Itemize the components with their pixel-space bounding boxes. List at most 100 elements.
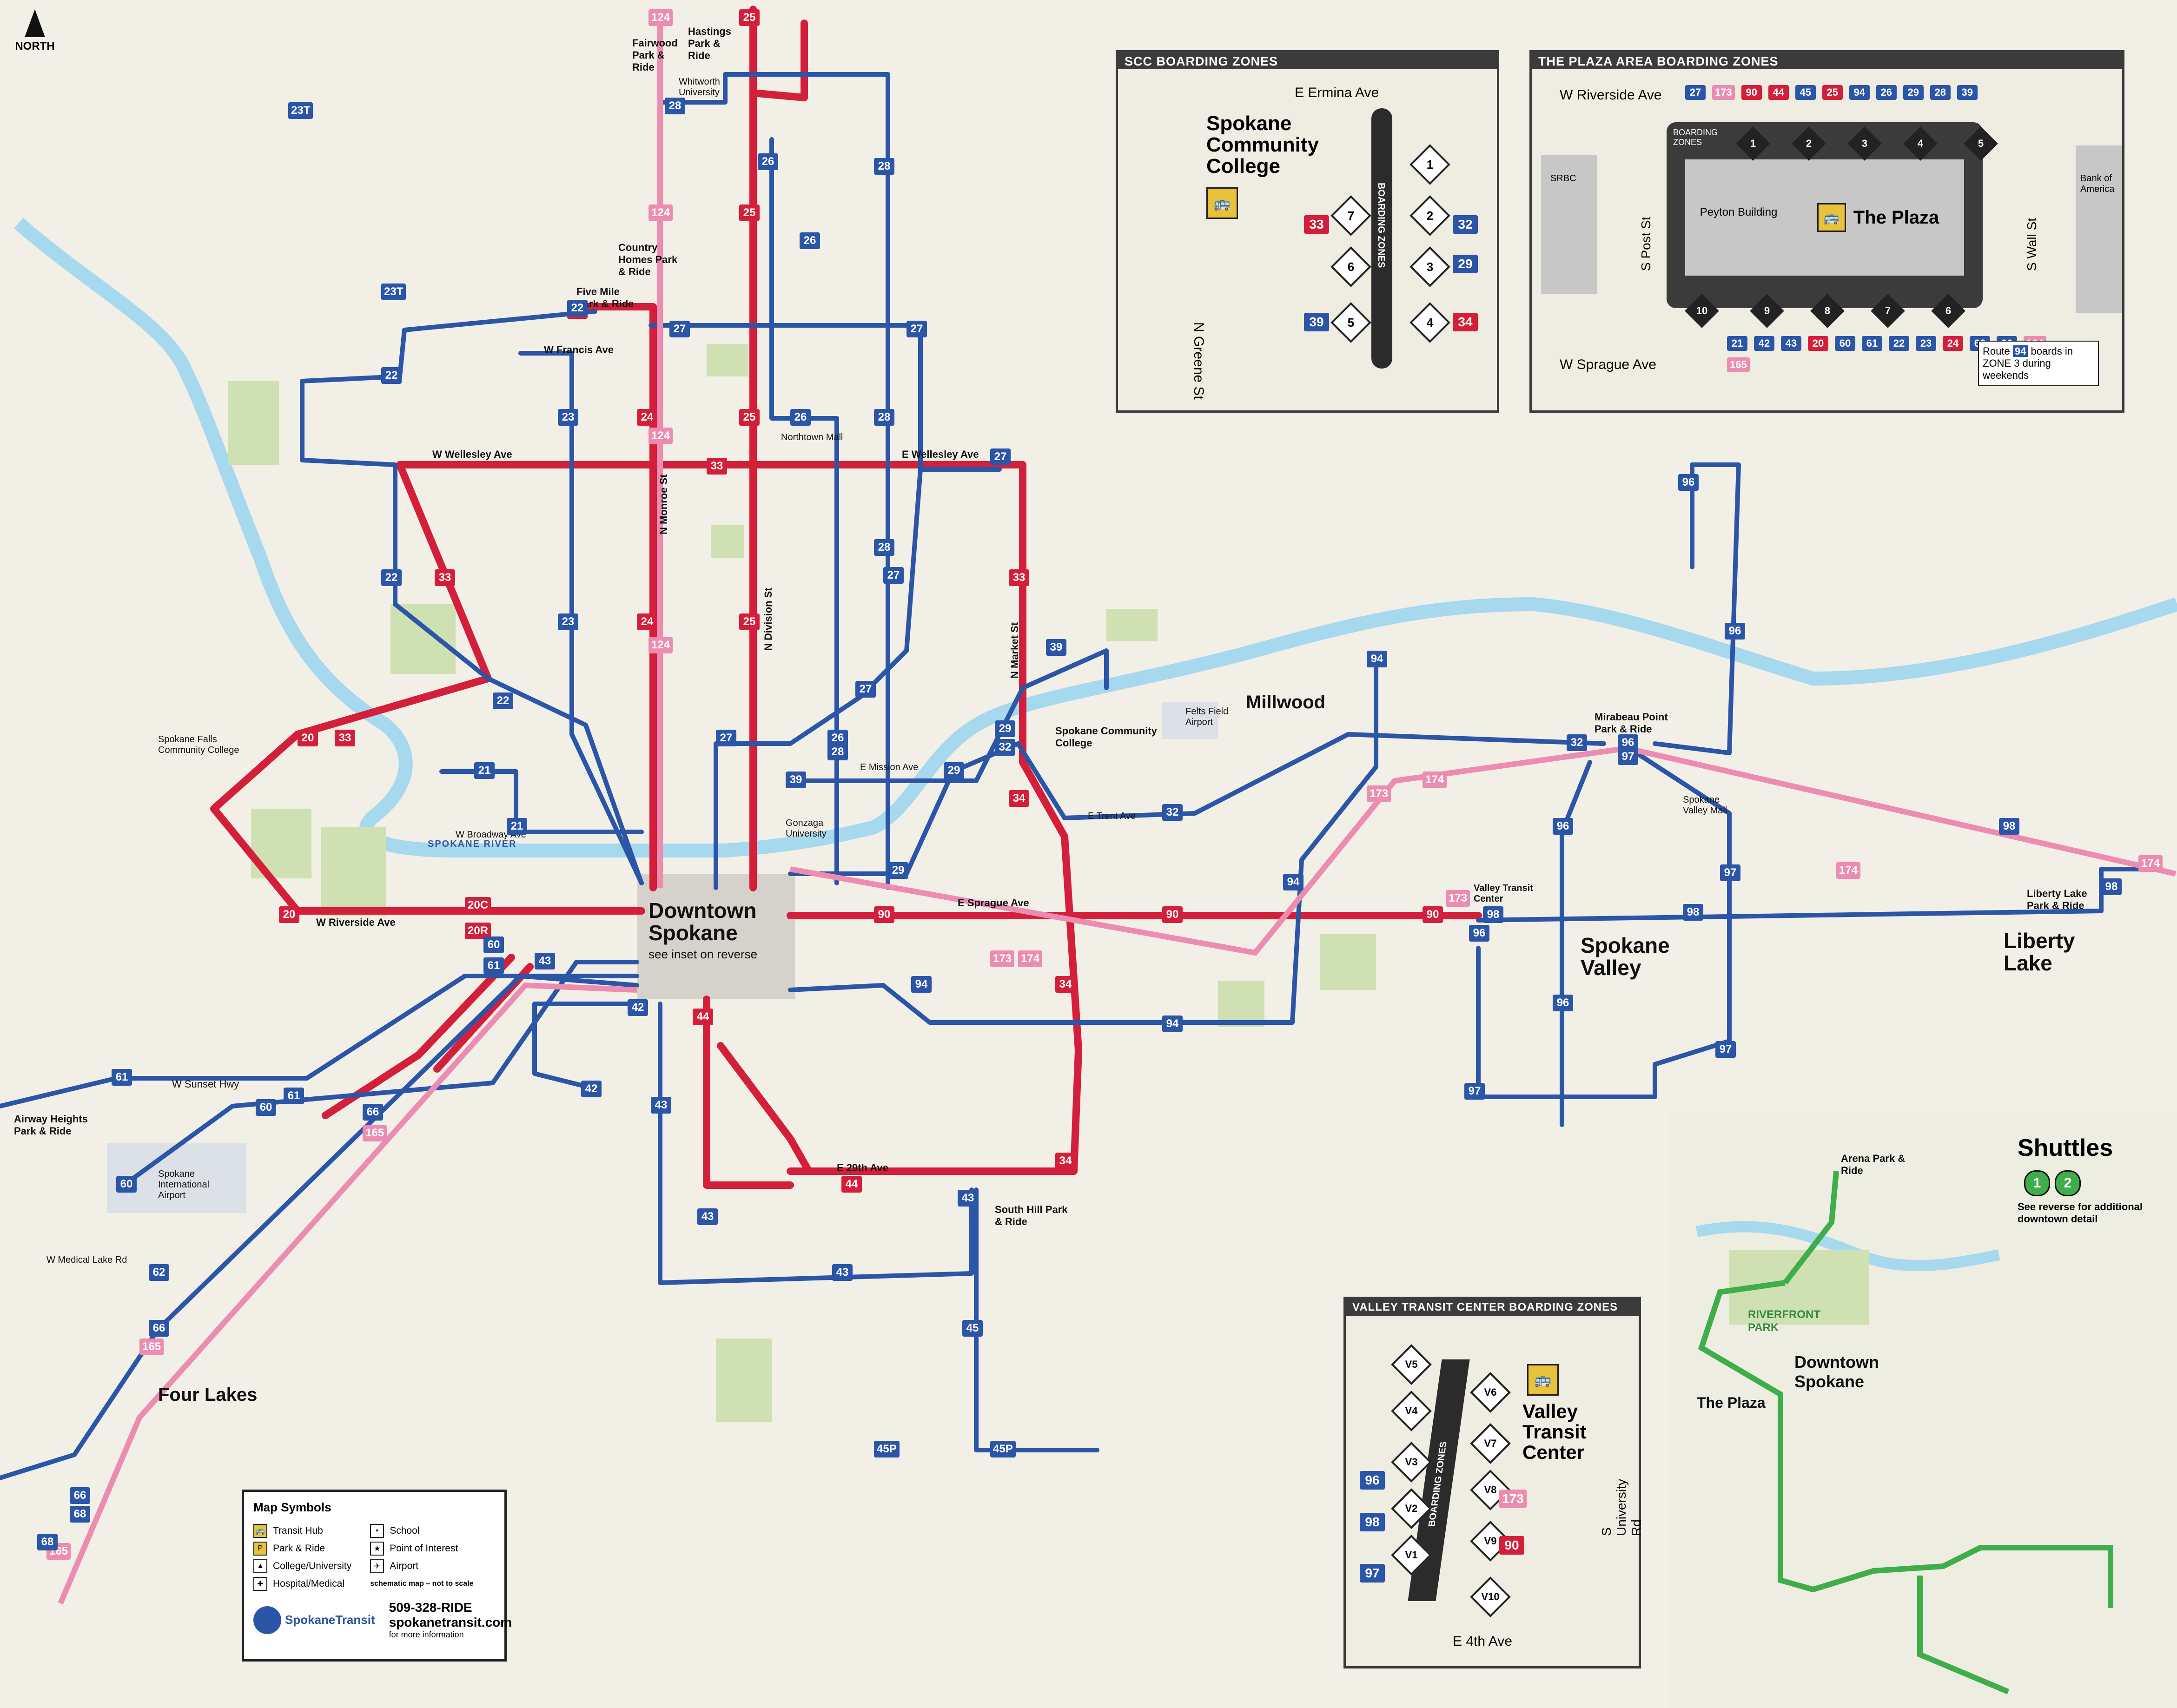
route-badge-174: 174 xyxy=(1423,772,1447,788)
street-wellesley: W Wellesley Ave xyxy=(432,448,512,460)
route-165-line xyxy=(58,982,637,1605)
route-badge-43: 43 xyxy=(832,1264,853,1281)
route-42-line xyxy=(532,1002,639,1090)
route-badge-25: 25 xyxy=(739,409,760,426)
route-badge-22: 22 xyxy=(381,569,402,586)
street-wellesley-e: E Wellesley Ave xyxy=(902,448,979,460)
shuttle-2-badge: 2 xyxy=(2055,1170,2081,1196)
route-badge-97: 97 xyxy=(1618,748,1638,765)
route-badge-124: 124 xyxy=(648,637,673,653)
legend-phone: 509-328-RIDE xyxy=(389,1600,472,1615)
legend-airport: ✈Airport xyxy=(370,1557,473,1575)
route-badge-94: 94 xyxy=(1162,1016,1183,1032)
route-badge-39: 39 xyxy=(1046,639,1066,656)
route-badge-33: 33 xyxy=(335,730,355,746)
plaza-hub: 🚌 The Plaza xyxy=(1792,159,1964,276)
place-vtc: Valley Transit Center xyxy=(1474,883,1533,904)
route-174-line xyxy=(789,745,2177,956)
route-badge-61: 61 xyxy=(284,1088,304,1104)
street-francis: W Francis Ave xyxy=(544,344,614,356)
route-badge-29: 29 xyxy=(995,720,1015,737)
route-27-line xyxy=(648,323,1002,890)
plaza-panel-title: THE PLAZA AREA BOARDING ZONES xyxy=(1532,53,2122,69)
plaza-bottom-routes-route-42: 42 xyxy=(1754,336,1774,351)
place-fairwood: Fairwood Park & Ride xyxy=(632,37,678,73)
plaza-bottom-routes-route-61: 61 xyxy=(1862,336,1882,351)
street-market: N Market St xyxy=(1009,622,1020,679)
route-badge-173: 173 xyxy=(1367,785,1391,802)
scc-college-name: Spokane Community College xyxy=(1206,112,1319,178)
street-monroe: N Monroe St xyxy=(658,474,669,534)
shuttle-plaza: The Plaza xyxy=(1697,1394,1766,1411)
route-badge-45P: 45P xyxy=(990,1441,1016,1457)
route-badge-26: 26 xyxy=(790,409,811,426)
cross-icon: ✚ xyxy=(253,1577,267,1591)
street-sunset: W Sunset Hwy xyxy=(172,1078,239,1090)
route-badge-33: 33 xyxy=(1009,569,1029,586)
route-25-line xyxy=(749,6,808,891)
route-28-line xyxy=(658,72,890,890)
scc-zone-2: 2 xyxy=(1409,195,1450,236)
route-badge-27: 27 xyxy=(669,321,690,337)
vtc-route-97: 97 xyxy=(1360,1564,1385,1583)
route-badge-61: 61 xyxy=(483,957,504,974)
north-label: NORTH xyxy=(15,40,55,53)
route-badge-174: 174 xyxy=(2138,855,2163,872)
route-badge-45: 45 xyxy=(962,1320,983,1337)
plaza-top-routes-route-29: 29 xyxy=(1903,85,1924,100)
legend-schematic: schematic map – not to scale xyxy=(370,1580,474,1588)
vtc-zones-label: BOARDING ZONES xyxy=(1426,1441,1449,1527)
vtc-bus-icon: 🚌 xyxy=(1527,1364,1559,1396)
route-badge-34: 34 xyxy=(1055,1153,1076,1169)
shuttle-downtown: Downtown Spokane xyxy=(1794,1352,1879,1391)
route-badge-94: 94 xyxy=(911,976,932,993)
route-badge-33: 33 xyxy=(707,458,727,475)
scc-platform: BOARDING ZONES xyxy=(1371,108,1392,369)
route-badge-43: 43 xyxy=(651,1097,671,1114)
route-badge-60: 60 xyxy=(256,1099,276,1116)
plaza-post: S Post St xyxy=(1639,217,1653,271)
plaza-top-routes-route-27: 27 xyxy=(1685,85,1706,100)
route-badge-27: 27 xyxy=(883,567,904,584)
vtc-panel-title: VALLEY TRANSIT CENTER BOARDING ZONES xyxy=(1346,1299,1639,1316)
street-sprague: E Sprague Ave xyxy=(958,897,1029,909)
route-badge-23T: 23T xyxy=(288,102,313,119)
place-northtown: Northtown Mall xyxy=(781,432,843,442)
shuttle-inset-bg xyxy=(1669,1111,2177,1708)
route-badge-98: 98 xyxy=(1999,818,2019,835)
route-badge-124: 124 xyxy=(648,9,673,26)
place-whitworth: Whitworth University xyxy=(679,77,720,98)
vtc-street-bottom: E 4th Ave xyxy=(1453,1634,1512,1649)
scc-route-32: 32 xyxy=(1453,215,1478,234)
vtc-street-right: S University Rd xyxy=(1599,1479,1643,1536)
route-badge-66: 66 xyxy=(70,1487,90,1504)
plane-icon: ✈ xyxy=(370,1559,384,1573)
plaza-top-routes-route-28: 28 xyxy=(1930,85,1951,100)
place-country-homes: Country Homes Park & Ride xyxy=(618,242,678,277)
route-34-line xyxy=(787,758,1082,1175)
legend-college: ▲College/University xyxy=(253,1557,351,1575)
route-badge-34: 34 xyxy=(1009,790,1029,807)
route-badge-60: 60 xyxy=(483,936,504,953)
route-badge-90: 90 xyxy=(1423,906,1443,923)
vtc-zone-V7: V7 xyxy=(1470,1423,1511,1464)
route-badge-20C: 20C xyxy=(465,897,491,914)
route-badge-28: 28 xyxy=(665,98,685,114)
route-badge-97: 97 xyxy=(1464,1083,1485,1100)
high-drive-park xyxy=(716,1339,772,1422)
route-badge-96: 96 xyxy=(1553,818,1573,835)
route-badge-96: 96 xyxy=(1725,623,1745,640)
route-badge-22: 22 xyxy=(381,367,402,384)
plaza-bottom-routes-route-60: 60 xyxy=(1835,336,1855,351)
plaza-boarding-zones-panel: THE PLAZA AREA BOARDING ZONES W Riversid… xyxy=(1529,50,2124,413)
route-badge-68: 68 xyxy=(37,1534,58,1550)
scc-route-33: 33 xyxy=(1304,215,1329,234)
route-22-line xyxy=(300,309,644,885)
route-badge-23T: 23T xyxy=(381,284,406,300)
srbc-building: SRBC xyxy=(1541,155,1597,294)
spokane-transit-logo: SpokaneTransit xyxy=(253,1606,375,1634)
route-badge-97: 97 xyxy=(1715,1041,1736,1058)
route-badge-90: 90 xyxy=(874,906,894,923)
